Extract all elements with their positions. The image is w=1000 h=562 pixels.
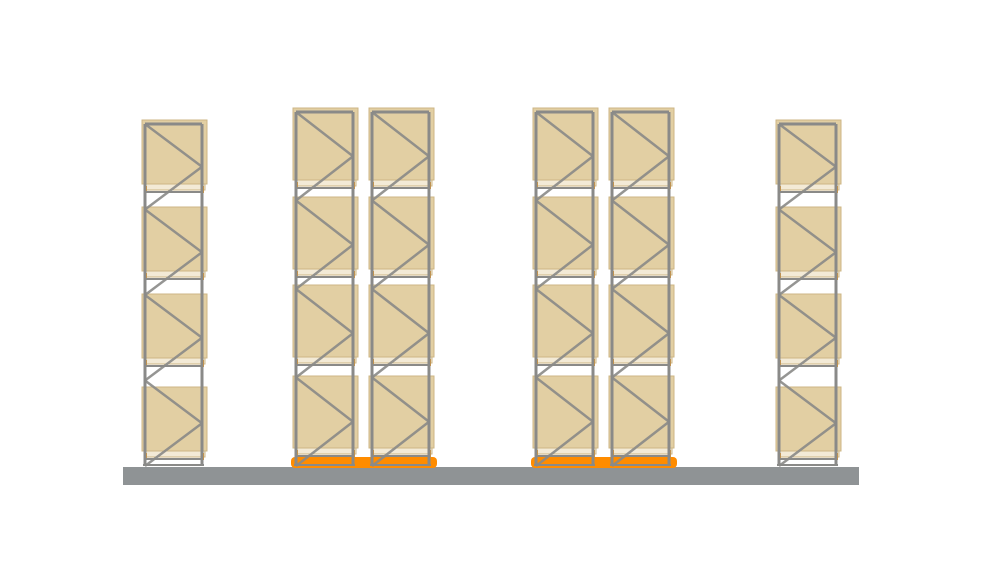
pallet (534, 268, 597, 276)
box (532, 375, 599, 449)
diagonal-brace (295, 155, 354, 202)
box (775, 206, 842, 272)
box (141, 293, 208, 359)
diagonal-brace (371, 155, 430, 202)
diagonal-brace (295, 111, 354, 158)
pallet (534, 179, 597, 187)
diagonal-brace (371, 111, 430, 158)
diagonal-brace (611, 288, 670, 335)
diagonal-brace (295, 376, 354, 423)
diagonal-brace (295, 332, 354, 379)
diagonal-brace (295, 199, 354, 246)
box (368, 196, 435, 270)
box (532, 196, 599, 270)
pallet (294, 356, 357, 364)
pallet (610, 356, 673, 364)
diagonal-brace (371, 288, 430, 335)
box (608, 196, 675, 270)
diagonal-brace (611, 376, 670, 423)
diagonal-brace (778, 251, 837, 296)
diagonal-brace (295, 420, 354, 467)
pallet (610, 447, 673, 455)
diagonal-brace (535, 332, 594, 379)
diagonal-brace (778, 336, 837, 382)
diagonal-brace (371, 376, 430, 423)
diagonal-brace (535, 111, 594, 158)
diagonal-brace (295, 243, 354, 290)
rack-bay (368, 107, 435, 467)
pallet (370, 179, 433, 187)
diagonal-brace (535, 420, 594, 467)
box (368, 375, 435, 449)
pallet (294, 179, 357, 187)
box (368, 284, 435, 358)
diagonal-brace (535, 376, 594, 423)
rack-bay (292, 107, 359, 467)
diagonal-brace (535, 155, 594, 202)
box (608, 284, 675, 358)
diagonal-brace (778, 294, 837, 339)
pallet (143, 450, 206, 458)
rack-bay (775, 119, 842, 467)
diagonal-brace (611, 111, 670, 158)
pallet (777, 450, 840, 458)
diagonal-brace (778, 165, 837, 211)
diagonal-brace (611, 199, 670, 246)
diagonal-brace (535, 243, 594, 290)
rack-bay (608, 107, 675, 467)
diagonal-brace (778, 379, 837, 425)
diagonal-brace (778, 208, 837, 254)
box (292, 284, 359, 358)
base-rail (531, 457, 677, 468)
pallet (534, 447, 597, 455)
diagonal-brace (144, 379, 203, 425)
diagonal-brace (144, 294, 203, 339)
racks (141, 107, 842, 468)
box (532, 284, 599, 358)
diagonal-brace (611, 243, 670, 290)
pallet (370, 447, 433, 455)
diagonal-brace (611, 332, 670, 379)
box (141, 206, 208, 272)
pallet (294, 447, 357, 455)
diagonal-brace (611, 155, 670, 202)
diagonal-brace (371, 243, 430, 290)
diagonal-brace (144, 123, 203, 168)
diagonal-brace (144, 208, 203, 254)
pallet (370, 268, 433, 276)
floor (123, 467, 859, 485)
diagonal-brace (295, 288, 354, 335)
pallet (534, 356, 597, 364)
box (608, 107, 675, 181)
box (608, 375, 675, 449)
box (292, 375, 359, 449)
box (292, 196, 359, 270)
pallet (610, 179, 673, 187)
pallet (370, 356, 433, 364)
pallet (294, 268, 357, 276)
rack-bay (141, 119, 208, 467)
box (368, 107, 435, 181)
diagonal-brace (778, 123, 837, 168)
pallet (610, 268, 673, 276)
diagonal-brace (371, 199, 430, 246)
diagonal-brace (144, 422, 203, 467)
diagonal-brace (144, 251, 203, 296)
diagonal-brace (611, 420, 670, 467)
diagonal-brace (371, 332, 430, 379)
diagonal-brace (535, 288, 594, 335)
box (775, 293, 842, 359)
base-rail (291, 457, 437, 468)
diagonal-brace (371, 420, 430, 467)
box (532, 107, 599, 181)
diagonal-brace (144, 165, 203, 211)
diagonal-brace (535, 199, 594, 246)
diagonal-brace (778, 422, 837, 467)
diagonal-brace (144, 336, 203, 382)
rack-bay (532, 107, 599, 467)
